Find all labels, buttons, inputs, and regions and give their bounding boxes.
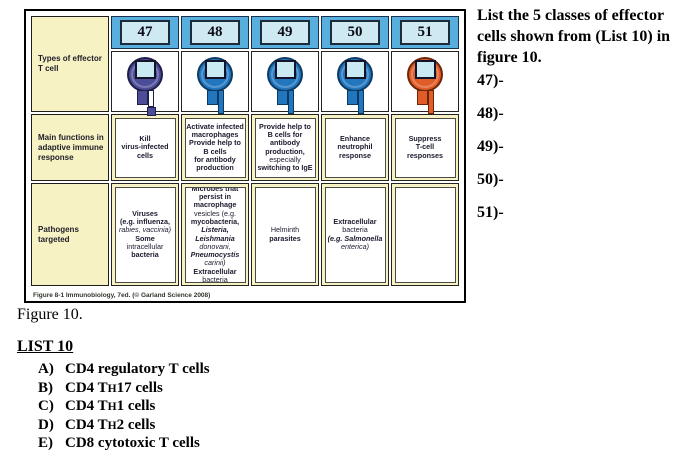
column-header-50: 50 [321,16,389,49]
answer-blank-49: 49)- [477,138,504,155]
cell-stem [358,90,364,114]
column-number-49: 49 [260,20,310,45]
column-header-48: 48 [181,16,249,49]
item-letter: A) [38,361,54,377]
item-letter: B) [38,379,53,396]
item-letter: C) [38,398,54,414]
t-cell-icon-cell-48 [181,51,249,114]
cell-stem [417,90,428,105]
item-label: CD4 regulatory T cells [65,361,210,377]
list-item-b: B) CD4 TH17 cells [38,380,210,399]
cell-stem [288,90,294,114]
list-item-a: A) CD4 regulatory T cells [38,361,210,380]
effector-t-cell-table: Types of effector T cell 47 48 49 50 51 [31,16,459,286]
column-number-47: 47 [120,20,170,45]
t-cell-icon [123,54,167,116]
row-label-main-functions: Main functions in adaptive immune respon… [31,114,109,181]
cell-nucleus [135,60,156,79]
list-10-title: LIST 10 [17,338,74,355]
list-10-items: A) CD4 regulatory T cells B) CD4 TH17 cell… [17,361,210,454]
cell-stem [207,90,218,105]
figure-frame: Types of effector T cell 47 48 49 50 51 [24,9,466,303]
cell-nucleus [345,60,366,79]
pathogens-cell-47: Viruses(e.g. influenza,rabies, vaccinia)… [111,183,179,286]
cell-nucleus [275,60,296,79]
list-item-d: D) CD4 TH2 cells [38,417,210,436]
row-label-pathogens-targeted: Pathogens targeted [31,183,109,286]
item-label: CD4 TH2 cells [65,416,156,433]
item-letter: E) [38,435,53,451]
cell-stem [218,90,224,114]
column-number-51: 51 [400,20,450,45]
t-cell-icon-cell-47 [111,51,179,116]
list-item-e: E) CD8 cytotoxic T cells [38,435,210,454]
cell-nucleus [415,60,436,79]
cell-stem [347,90,358,105]
t-cell-icon [263,54,307,114]
item-label: CD4 TH17 cells [65,379,163,396]
cell-stem [428,90,434,114]
answer-blank-51: 51)- [477,204,504,221]
cell-stem [137,90,148,105]
item-letter: D) [38,416,54,433]
cell-stem [277,90,288,105]
column-number-48: 48 [190,20,240,45]
figure-source-caption: Figure 8-1 Immunobiology, 7ed. (© Garlan… [33,292,211,299]
pathogens-cell-51 [391,183,459,286]
t-cell-icon [193,54,237,114]
list-item-c: C) CD4 TH1 cells [38,398,210,417]
column-number-50: 50 [330,20,380,45]
t-cell-icon-cell-51 [391,51,459,114]
t-cell-icon-cell-49 [251,51,319,114]
answer-blank-48: 48)- [477,105,504,122]
list-10-block: LIST 10 A) CD4 regulatory T cells B) CD4 T… [17,338,210,454]
cell-nucleus [205,60,226,79]
t-cell-icon [403,54,447,114]
column-header-51: 51 [391,16,459,49]
t-cell-icon-cell-50 [321,51,389,114]
figure-label: Figure 10. [17,306,83,323]
column-header-49: 49 [251,16,319,49]
item-label: CD8 cytotoxic T cells [65,435,200,451]
row-label-types-of-effector-t-cell: Types of effector T cell [31,16,109,112]
column-header-47: 47 [111,16,179,49]
item-label: CD4 TH1 cells [65,398,156,414]
cell-stem [147,90,156,116]
answer-blank-47: 47)- [477,72,504,89]
answer-blanks: 47)- 48)- 49)- 50)- 51)- [477,72,504,237]
t-cell-icon [333,54,377,114]
answer-blank-50: 50)- [477,171,504,188]
question-prompt: List the 5 classes of effector cells sho… [477,7,671,66]
